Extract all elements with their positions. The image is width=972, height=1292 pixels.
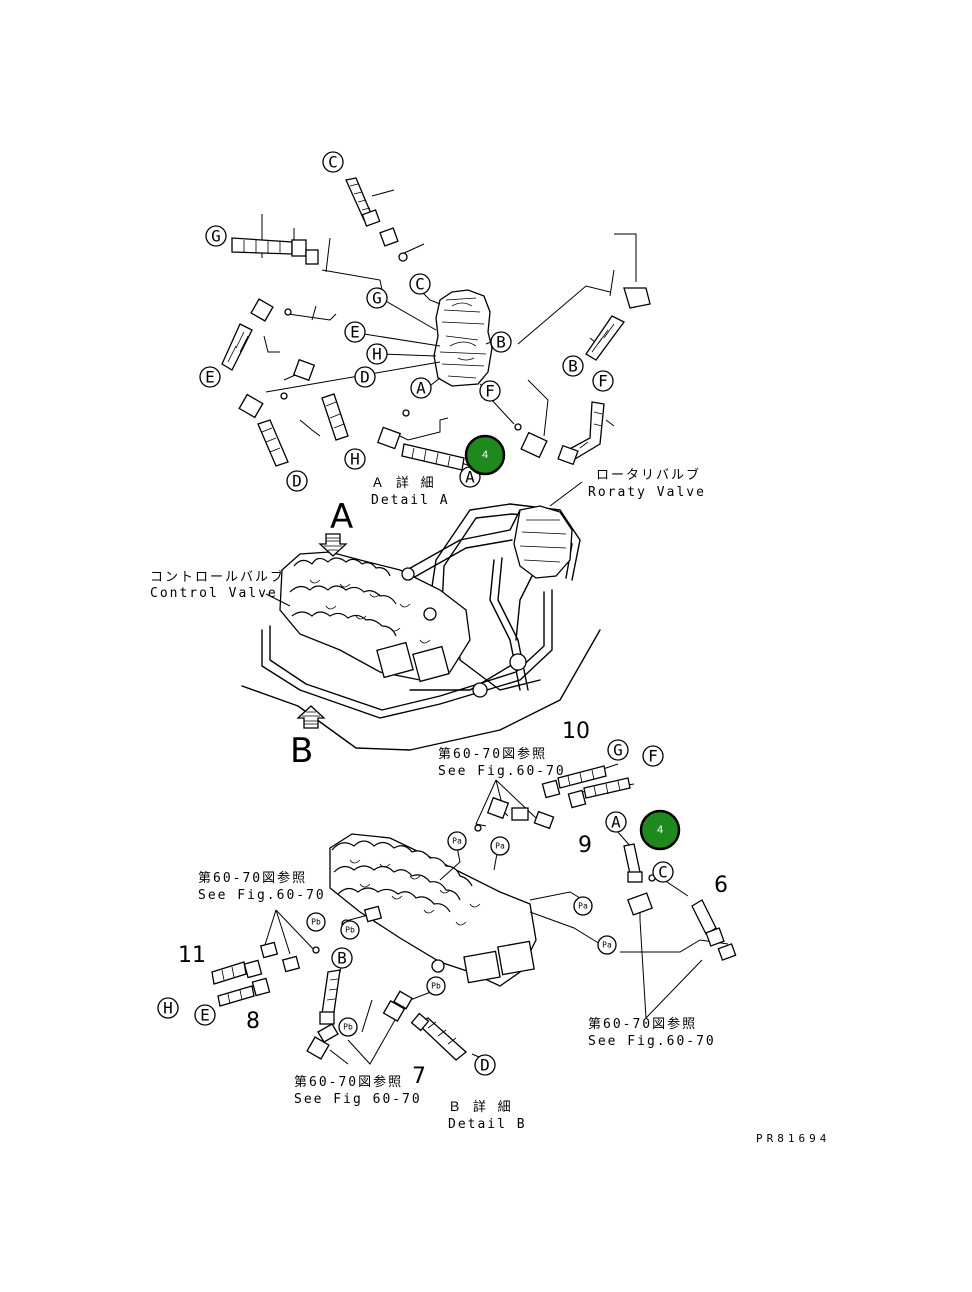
detail-b-valve-body <box>329 833 537 987</box>
label-c: C <box>658 863 668 882</box>
arrow-b-letter: B <box>290 731 313 771</box>
label-f: F <box>648 747 658 766</box>
label-c-top: C <box>328 153 338 172</box>
part-number-11: 11 <box>178 943 206 968</box>
control-valve-label-jp: コントロールバルブ <box>150 569 285 585</box>
part-number-10: 10 <box>562 719 590 744</box>
ref-note-4-jp: 第60-70図参照 <box>294 1074 403 1090</box>
callout-badge-b[interactable] <box>639 809 681 851</box>
control-valve <box>279 551 471 683</box>
view-arrow-b: B <box>290 705 326 771</box>
port-label: Pa <box>452 837 462 846</box>
label-d-mid: D <box>360 368 370 387</box>
drawing-code: PR81694 <box>756 1132 830 1145</box>
ref-note-1-jp: 第60-70図参照 <box>438 746 547 762</box>
detail-b-title-en: Detail B <box>448 1117 527 1132</box>
detail-a: C G G C E H D B B E A F F H D A 4 Ａ 詳 細 … <box>199 151 651 508</box>
port-label: Pa <box>495 842 505 851</box>
port-label: Pa <box>602 941 612 950</box>
port-label: Pb <box>345 926 355 935</box>
overview: A B ロータリバルブ Roraty Valve コントロールバルブ Contr… <box>150 467 706 771</box>
label-g: G <box>613 741 623 760</box>
detail-b-title-jp: Ｂ 詳 細 <box>448 1099 513 1115</box>
rotary-valve <box>513 505 573 579</box>
ref-note-2-jp: 第60-70図参照 <box>198 870 307 886</box>
label-f-mid: F <box>485 382 495 401</box>
ref-note-3-en: See Fig.60-70 <box>588 1034 716 1049</box>
rotary-valve-body <box>433 289 493 387</box>
label-g-left: G <box>211 227 221 246</box>
label-b-mid: B <box>496 333 506 352</box>
part-number-8: 8 <box>246 1009 260 1034</box>
callout-badge-a-number: 4 <box>482 449 488 461</box>
label-a-mid: A <box>416 379 426 398</box>
ref-note-4-en: See Fig 60-70 <box>294 1092 422 1107</box>
label-h-low: H <box>350 450 360 469</box>
label-h: H <box>163 999 173 1018</box>
label-h-mid: H <box>372 345 382 364</box>
label-e: E <box>200 1006 210 1025</box>
label-e-mid: E <box>350 323 360 342</box>
view-arrow-a: A <box>318 497 353 557</box>
ref-note-2-en: See Fig.60-70 <box>198 888 326 903</box>
label-d-low: D <box>292 472 302 491</box>
callout-badge-a[interactable] <box>464 434 506 476</box>
detail-a-title-en: Detail A <box>371 493 450 508</box>
callout-badge-b-number: 4 <box>657 824 663 836</box>
control-valve-label-en: Control Valve <box>150 586 278 601</box>
label-g-mid: G <box>372 289 382 308</box>
port-label: Pb <box>343 1023 353 1032</box>
label-e-left: E <box>205 368 215 387</box>
rotary-valve-label-en: Roraty Valve <box>588 485 706 500</box>
label-a-low: A <box>465 468 475 487</box>
label-b-right: B <box>568 357 578 376</box>
part-number-7: 7 <box>412 1064 426 1089</box>
detail-a-labels: C G G C E H D B B E A F F H D A <box>199 151 614 492</box>
detail-a-title-jp: Ａ 詳 細 <box>371 475 436 491</box>
port-label: Pb <box>311 918 321 927</box>
ref-note-1-en: See Fig.60-70 <box>438 764 566 779</box>
detail-b: G F A C B H E D Pa Pa Pb Pb Pa Pa Pb Pb … <box>157 719 737 1132</box>
label-d: D <box>480 1056 490 1075</box>
detail-b-labels: G F A C B H E D <box>157 739 674 1076</box>
rotary-valve-label-jp: ロータリバルブ <box>596 467 701 483</box>
port-label: Pb <box>431 982 441 991</box>
port-label: Pa <box>578 902 588 911</box>
label-c-mid: C <box>415 275 425 294</box>
ref-note-3-jp: 第60-70図参照 <box>588 1016 697 1032</box>
label-b: B <box>337 949 347 968</box>
detail-b-fittings <box>211 765 737 1061</box>
arrow-a-letter: A <box>330 497 353 537</box>
detail-a-hoses <box>221 177 651 471</box>
detail-b-port-labels: Pa Pa Pb Pb Pa Pa Pb Pb Pb <box>306 831 617 1037</box>
label-f-right: F <box>598 372 608 391</box>
part-number-9: 9 <box>578 833 592 858</box>
label-a: A <box>611 813 621 832</box>
part-number-6: 6 <box>714 873 728 898</box>
